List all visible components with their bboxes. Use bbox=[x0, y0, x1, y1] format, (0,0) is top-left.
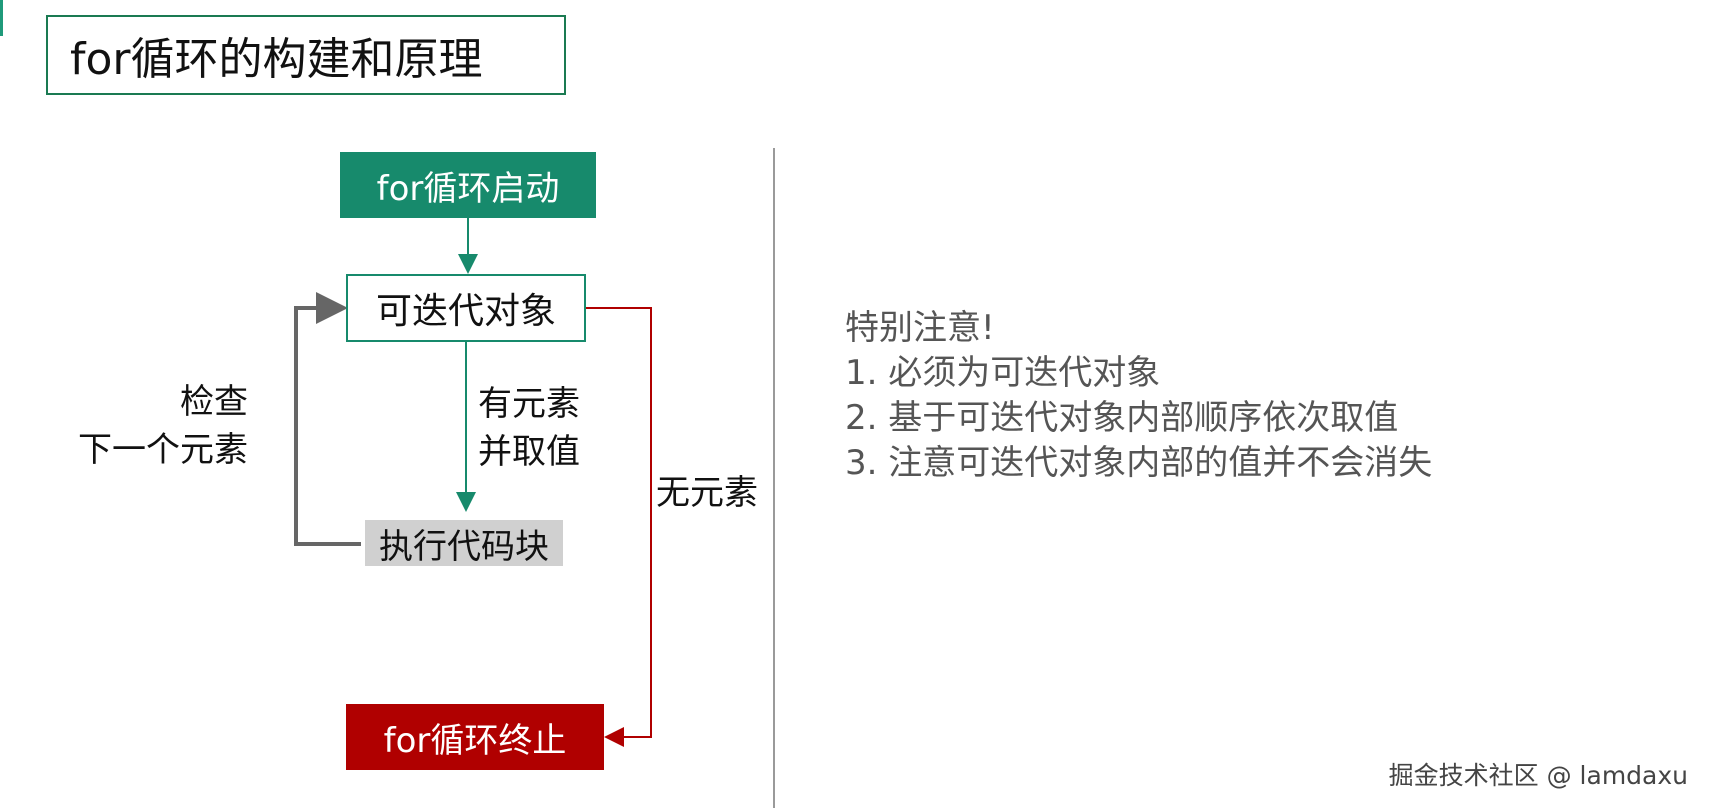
check-next-label: 检查 下一个元素 bbox=[52, 378, 248, 474]
no-element-label: 无元素 bbox=[656, 473, 758, 513]
check-next-line-1: 检查 bbox=[180, 382, 248, 422]
page-title: for循环的构建和原理 bbox=[46, 15, 566, 95]
arrow-loop-back bbox=[294, 292, 361, 546]
vertical-divider bbox=[773, 148, 775, 808]
has-element-label: 有元素 并取值 bbox=[478, 380, 580, 476]
watermark: 掘金技术社区 @ lamdaxu bbox=[1388, 761, 1688, 790]
for-loop-end-node: for循环终止 bbox=[346, 704, 604, 770]
check-next-line-2: 下一个元素 bbox=[78, 430, 248, 470]
execute-code-block-node: 执行代码块 bbox=[365, 520, 563, 567]
notes-panel: 特别注意! 1. 必须为可迭代对象 2. 基于可迭代对象内部顺序依次取值 3. … bbox=[845, 306, 1432, 486]
for-loop-start-node: for循环启动 bbox=[340, 152, 596, 218]
has-element-line-2: 并取值 bbox=[478, 432, 580, 472]
left-accent-edge bbox=[0, 0, 3, 36]
iterable-node: 可迭代对象 bbox=[346, 274, 586, 342]
has-element-line-1: 有元素 bbox=[478, 384, 580, 424]
note-item-1: 1. 必须为可迭代对象 bbox=[845, 353, 1161, 393]
arrow-no-element-to-end bbox=[586, 307, 652, 747]
note-item-3: 3. 注意可迭代对象内部的值并不会消失 bbox=[845, 443, 1433, 483]
notes-heading: 特别注意! bbox=[845, 308, 995, 348]
note-item-2: 2. 基于可迭代对象内部顺序依次取值 bbox=[845, 398, 1399, 438]
